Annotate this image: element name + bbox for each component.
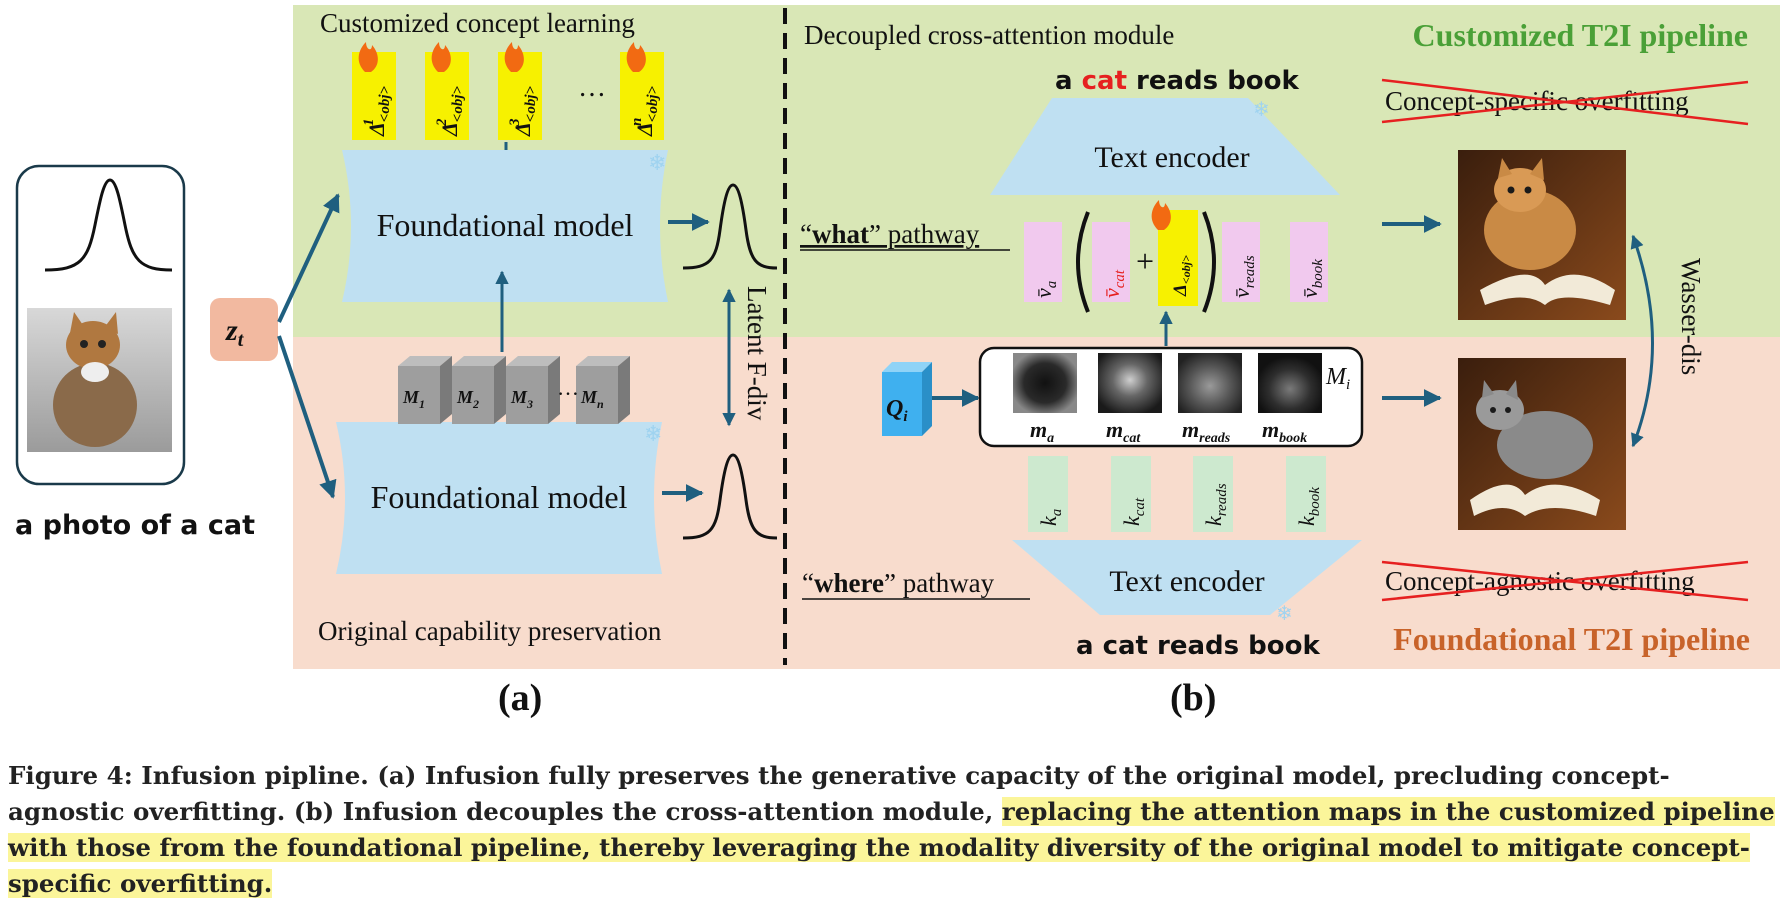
caption-plain: Figure 4: Infusion pipline. (a) Infusion… bbox=[8, 761, 1670, 826]
mask-cube-3 bbox=[506, 356, 560, 424]
strike-line bbox=[1381, 560, 1749, 602]
text-encoder-bottom bbox=[1012, 540, 1362, 615]
delta-ellipsis: … bbox=[578, 72, 606, 103]
left-paren bbox=[1076, 211, 1090, 313]
strike-line bbox=[1381, 80, 1749, 124]
customized-title: Customized T2I pipeline bbox=[1413, 17, 1748, 53]
key-label-cat: kcat bbox=[1119, 497, 1148, 526]
foundational-title: Foundational T2I pipeline bbox=[1393, 621, 1750, 657]
text-encoder-top-label: Text encoder bbox=[1094, 141, 1249, 174]
text-encoder-bottom-label: Text encoder bbox=[1109, 565, 1264, 598]
model-bottom-label: Foundational model bbox=[371, 479, 628, 515]
key-token-cat bbox=[1111, 456, 1151, 532]
top-output-curve bbox=[682, 183, 778, 270]
mask-cube-2 bbox=[452, 356, 506, 424]
latent-fdiv-label: Latent F-div bbox=[742, 286, 772, 421]
flame-icon bbox=[431, 42, 451, 72]
delta-label-3: Δ<obj>3 bbox=[507, 85, 539, 137]
mask-label-n: Mn bbox=[580, 387, 604, 411]
input-distribution-curve bbox=[44, 178, 173, 272]
svg-text:Qi: Qi bbox=[886, 396, 908, 425]
prompt-bottom: a cat reads book bbox=[1076, 631, 1321, 661]
model-top-label: Foundational model bbox=[377, 207, 634, 243]
text-encoder-top bbox=[990, 98, 1340, 195]
plus-sign: + bbox=[1136, 243, 1154, 279]
key-token-a bbox=[1028, 456, 1068, 532]
key-tokens: ka kcat kreads kbook bbox=[1028, 456, 1326, 532]
flame-icon bbox=[626, 42, 646, 72]
value-token-book bbox=[1290, 222, 1328, 302]
bottom-label-a: Original capability preservation bbox=[318, 616, 662, 646]
m-i-label: Mi bbox=[1325, 364, 1350, 393]
snowflake-icon: ❄ bbox=[1276, 603, 1293, 625]
panel-letter-b: (b) bbox=[1170, 677, 1216, 719]
q-cube: Qi bbox=[882, 362, 932, 436]
snowflake-icon: ❄ bbox=[648, 150, 666, 175]
value-token-reads bbox=[1222, 222, 1260, 302]
foundational-model-top bbox=[342, 150, 668, 302]
where-pathway-label: “where” pathway bbox=[802, 568, 995, 598]
custom-output-image bbox=[1458, 150, 1626, 320]
flame-icon bbox=[504, 42, 524, 72]
wasser-dis-label: Wasser-dis bbox=[1676, 258, 1706, 375]
attention-map-a bbox=[1013, 353, 1077, 413]
key-token-reads bbox=[1193, 456, 1233, 532]
key-token-book bbox=[1286, 456, 1326, 532]
mask-cube-1 bbox=[398, 356, 452, 424]
mask-cube-n bbox=[576, 356, 630, 424]
mask-cubes: M1 M2 M3 Mn … bbox=[398, 356, 630, 424]
figure-4: a photo of a cat zt Customized concept l… bbox=[15, 5, 1780, 719]
arrow-zt-to-top-model bbox=[277, 193, 340, 323]
top-label-a: Customized concept learning bbox=[320, 8, 635, 38]
bottom-output-curve bbox=[682, 453, 778, 540]
foundational-model-bottom bbox=[336, 422, 662, 574]
wasser-dis-arrow bbox=[1630, 234, 1654, 448]
mask-label-2: M2 bbox=[456, 387, 479, 411]
snowflake-icon: ❄ bbox=[1253, 99, 1270, 121]
module-label: Decoupled cross-attention module bbox=[804, 20, 1174, 50]
delta-tokens: Δ<obj>1 Δ<obj>2 Δ<obj>3 Δ<obj>n … bbox=[352, 52, 664, 140]
input-caption: a photo of a cat bbox=[15, 510, 255, 541]
delta-label-2: Δ<obj>2 bbox=[434, 85, 466, 137]
delta-label-1: Δ<obj>1 bbox=[361, 85, 393, 137]
value-token-a bbox=[1024, 222, 1062, 302]
attention-map-cat bbox=[1098, 353, 1162, 413]
struck-bottom-label: Concept-agnostic overfitting bbox=[1385, 566, 1695, 596]
zt-box bbox=[210, 298, 278, 361]
flame-icons bbox=[358, 42, 646, 72]
cat-photo bbox=[27, 308, 172, 452]
what-pathway-label: “what” pathway bbox=[800, 219, 980, 249]
panel-letter-a: (a) bbox=[498, 677, 542, 719]
mask-label-3: M3 bbox=[510, 387, 533, 411]
snowflake-icon: ❄ bbox=[644, 421, 662, 446]
zt-label: zt bbox=[225, 314, 245, 351]
mask-ellipsis: … bbox=[557, 375, 579, 400]
prompt-top: a cat reads book bbox=[1055, 66, 1300, 96]
attention-map-reads bbox=[1178, 353, 1242, 413]
delta-label-n: Δ<obj>n bbox=[629, 85, 661, 137]
value-tokens: v̄a v̄cat Δ<obj> v̄reads v̄book + bbox=[1024, 200, 1328, 313]
value-token-cat bbox=[1092, 222, 1130, 302]
flame-icon bbox=[1151, 200, 1171, 230]
flame-icon bbox=[358, 42, 378, 72]
attention-map-book bbox=[1258, 353, 1322, 413]
arrow-zt-to-bottom-model bbox=[277, 335, 337, 499]
mask-label-1: M1 bbox=[402, 387, 425, 411]
figure-caption: Figure 4: Infusion pipline. (a) Infusion… bbox=[8, 758, 1778, 902]
right-paren bbox=[1202, 211, 1216, 313]
foundational-output-image bbox=[1458, 358, 1626, 530]
